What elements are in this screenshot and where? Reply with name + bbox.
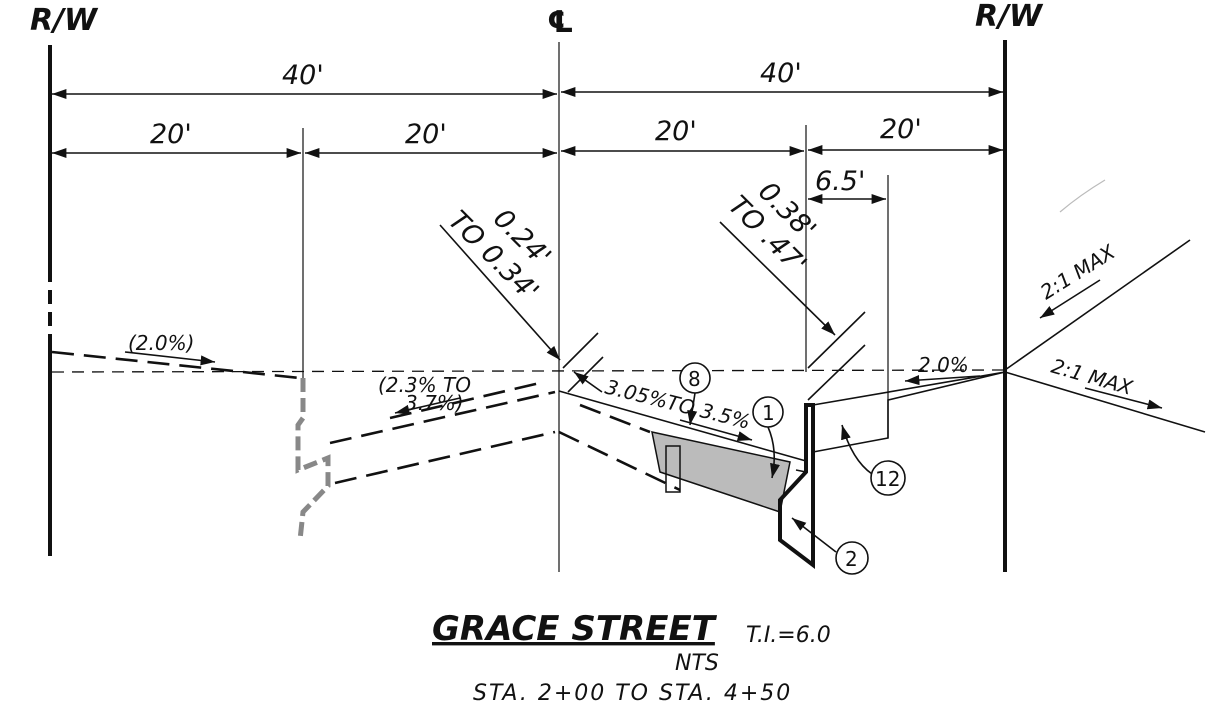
leader-depth-left [439, 224, 561, 361]
callout-1-leader [767, 426, 780, 479]
slope-left-inner-b: 3.7%) [405, 391, 464, 415]
scale-note: NTS [675, 651, 719, 676]
slope-left-outer: (2.0%) [128, 331, 194, 355]
slope-left-inner-arrow [394, 397, 461, 415]
dim-label-q3: 20' [655, 116, 697, 147]
callout-12-leader [841, 424, 873, 475]
left-curb-gray [295, 378, 331, 541]
right-pavement-line-2 [558, 430, 681, 492]
stray-mark [1059, 179, 1106, 213]
parkway-slab [812, 371, 1006, 453]
callout-1: 1 [752, 396, 784, 428]
callout-2: 2 [835, 541, 869, 575]
right-pavement-dash-top [579, 403, 651, 434]
base-section-fill [651, 431, 791, 513]
side-slope-upper-line [1004, 239, 1191, 371]
centerline-symbol: ℄ [547, 5, 574, 40]
slope-parkway: 2.0% [918, 353, 969, 377]
side-slope-upper-arrow [1039, 279, 1101, 319]
callout-2-label: 2 [845, 547, 858, 571]
dim-label-q1: 20' [150, 119, 192, 150]
callout-1-label: 1 [762, 401, 775, 425]
crown-tick-2 [567, 356, 604, 393]
callout-8: 8 [679, 362, 711, 394]
callout-12-label: 12 [875, 467, 900, 491]
slope-parkway-arrow [904, 375, 981, 386]
side-slope-lower-line [1004, 371, 1206, 433]
curb-detail-line [795, 469, 807, 473]
curb-tick-2 [807, 344, 866, 401]
dim-label-left-40: 40' [282, 60, 324, 91]
rw-label-right: R/W [975, 0, 1044, 34]
callout-8-label: 8 [688, 367, 701, 391]
curb-tick-1 [807, 311, 866, 369]
dim-label-right-40: 40' [760, 58, 802, 89]
slope-right-arc-arrow [573, 371, 603, 393]
callout-2-leader [791, 517, 837, 553]
side-slope-lower-arrow [1084, 387, 1163, 410]
dim-label-curb-offset: 6.5' [815, 166, 865, 197]
slope-left-outer-arrow [124, 351, 216, 366]
station-range: STA. 2+00 TO STA. 4+50 [473, 681, 792, 706]
dim-label-q2: 20' [405, 119, 447, 150]
rw-label-left: R/W [30, 3, 99, 38]
base-section-box [665, 445, 681, 493]
existing-grade-line [51, 369, 1004, 373]
left-slope-arrow-dash [389, 381, 541, 420]
leader-depth-right [719, 221, 836, 336]
crown-tick-1 [562, 332, 599, 369]
traffic-index: T.I.=6.0 [746, 623, 831, 648]
dim-label-q4: 20' [880, 114, 922, 145]
right-pavement-line-1 [558, 390, 807, 462]
street-name-title: GRACE STREET [432, 609, 718, 649]
left-inner-pavement-dash-1 [329, 390, 556, 445]
left-inner-pavement-dash-2 [334, 430, 556, 485]
left-outer-pavement-dash [51, 350, 301, 380]
callout-12: 12 [870, 460, 906, 496]
slope-left-inner-a: (2.3% TO [378, 373, 471, 397]
slope-lower-label: 2:1 MAX [1049, 354, 1137, 400]
callout-8-leader [687, 392, 698, 426]
